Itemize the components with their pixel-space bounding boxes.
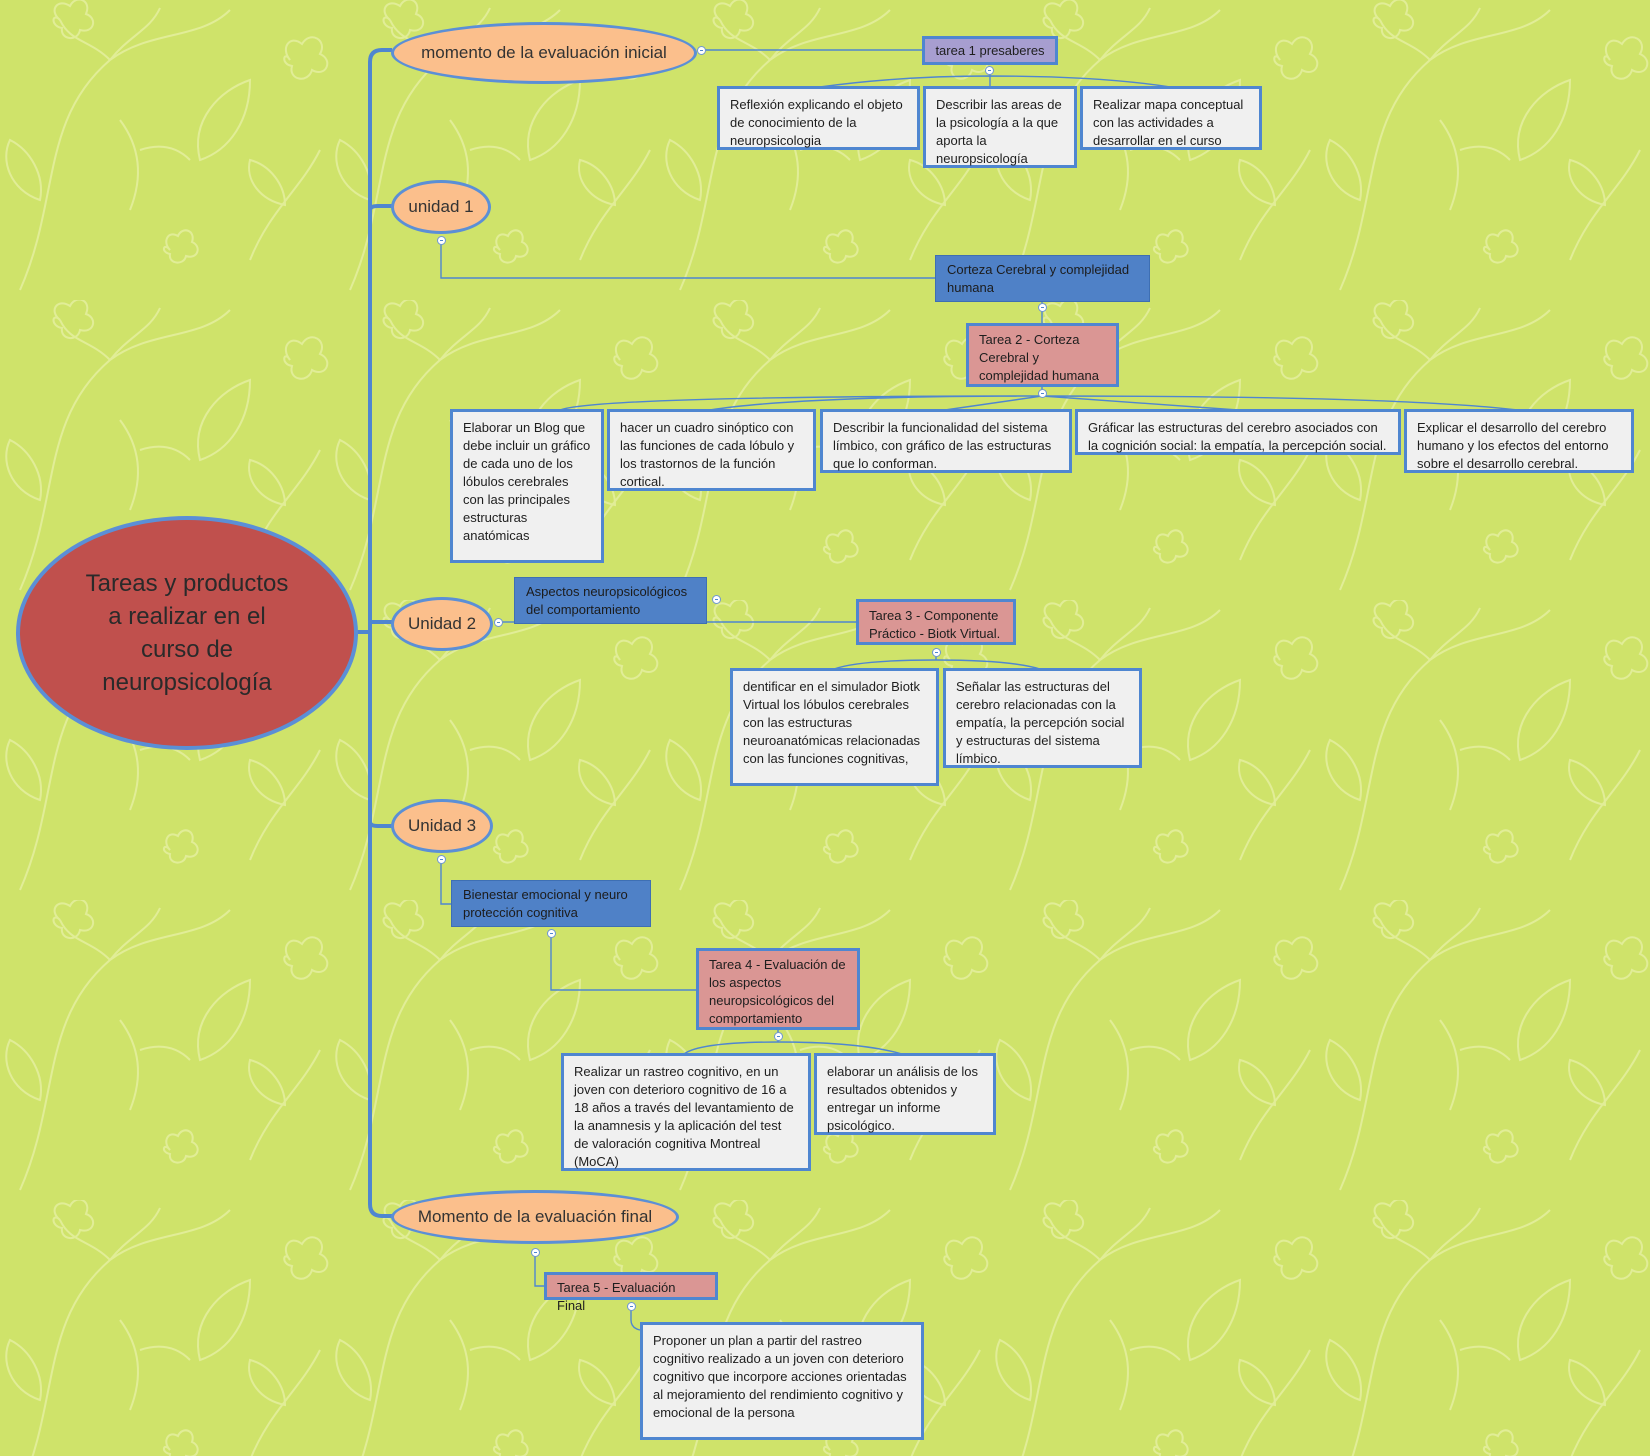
task-4-evaluacion[interactable]: Tarea 4 - Evaluación de los aspectos neu… bbox=[696, 948, 860, 1030]
stage-label: unidad 1 bbox=[408, 197, 474, 216]
activity-t2-2[interactable]: hacer un cuadro sinóptico con las funcio… bbox=[607, 409, 816, 491]
activity-t2-4[interactable]: Gráficar las estructuras del cerebro aso… bbox=[1075, 409, 1401, 455]
task-1-presaberes[interactable]: tarea 1 presaberes bbox=[922, 36, 1058, 65]
activity-text: Proponer un plan a partir del rastreo co… bbox=[653, 1333, 907, 1420]
stage-evaluacion-inicial[interactable]: momento de la evaluación inicial bbox=[391, 22, 697, 84]
collapse-toggle-icon[interactable] bbox=[697, 46, 706, 55]
activity-t3-2[interactable]: Señalar las estructuras del cerebro rela… bbox=[943, 668, 1142, 768]
topic-bienestar-emocional[interactable]: Bienestar emocional y neuro protección c… bbox=[451, 880, 651, 927]
activity-t1-2[interactable]: Describir las areas de la psicología a l… bbox=[923, 86, 1077, 168]
activity-t4-1[interactable]: Realizar un rastreo cognitivo, en un jov… bbox=[561, 1053, 811, 1171]
activity-text: hacer un cuadro sinóptico con las funcio… bbox=[620, 420, 795, 489]
activity-t2-5[interactable]: Explicar el desarrollo del cerebro human… bbox=[1404, 409, 1634, 473]
collapse-toggle-icon[interactable] bbox=[1038, 389, 1047, 398]
collapse-toggle-icon[interactable] bbox=[774, 1032, 783, 1041]
root-topic[interactable]: Tareas y productos a realizar en el curs… bbox=[16, 516, 358, 750]
topic-label: Bienestar emocional y neuro protección c… bbox=[463, 887, 628, 920]
task-label: Tarea 3 - Componente Práctico - Biotk Vi… bbox=[869, 608, 1001, 641]
collapse-toggle-icon[interactable] bbox=[627, 1302, 636, 1311]
stage-unidad-3[interactable]: Unidad 3 bbox=[391, 799, 493, 853]
activity-t3-1[interactable]: dentificar en el simulador Biotk Virtual… bbox=[730, 668, 939, 786]
activity-t2-1[interactable]: Elaborar un Blog que debe incluir un grá… bbox=[450, 409, 604, 563]
task-2-corteza[interactable]: Tarea 2 - Corteza Cerebral y complejidad… bbox=[966, 323, 1119, 387]
topic-label: Corteza Cerebral y complejidad humana bbox=[947, 262, 1130, 295]
topic-aspectos-neuropsicologicos[interactable]: Aspectos neuropsicológicos del comportam… bbox=[514, 577, 707, 624]
collapse-toggle-icon[interactable] bbox=[437, 855, 446, 864]
activity-text: elaborar un análisis de los resultados o… bbox=[827, 1064, 979, 1133]
collapse-toggle-icon[interactable] bbox=[494, 618, 503, 627]
activity-text: Señalar las estructuras del cerebro rela… bbox=[956, 679, 1125, 766]
stage-unidad-1[interactable]: unidad 1 bbox=[391, 180, 491, 234]
collapse-toggle-icon[interactable] bbox=[547, 929, 556, 938]
task-3-biotk[interactable]: Tarea 3 - Componente Práctico - Biotk Vi… bbox=[856, 599, 1016, 645]
stage-evaluacion-final[interactable]: Momento de la evaluación final bbox=[391, 1190, 679, 1244]
task-label: Tarea 4 - Evaluación de los aspectos neu… bbox=[709, 957, 846, 1026]
activity-t1-3[interactable]: Realizar mapa conceptual con las activid… bbox=[1080, 86, 1262, 150]
activity-text: Elaborar un Blog que debe incluir un grá… bbox=[463, 420, 591, 543]
activity-t2-3[interactable]: Describir la funcionalidad del sistema l… bbox=[820, 409, 1072, 473]
activity-t4-2[interactable]: elaborar un análisis de los resultados o… bbox=[814, 1053, 996, 1135]
activity-t5-1[interactable]: Proponer un plan a partir del rastreo co… bbox=[640, 1322, 924, 1440]
activity-text: Describir la funcionalidad del sistema l… bbox=[833, 420, 1052, 471]
activity-text: Realizar un rastreo cognitivo, en un jov… bbox=[574, 1064, 794, 1169]
stage-label: momento de la evaluación inicial bbox=[421, 43, 667, 62]
topic-corteza-cerebral[interactable]: Corteza Cerebral y complejidad humana bbox=[935, 255, 1150, 302]
task-label: Tarea 2 - Corteza Cerebral y complejidad… bbox=[979, 332, 1099, 383]
collapse-toggle-icon[interactable] bbox=[985, 66, 994, 75]
collapse-toggle-icon[interactable] bbox=[712, 595, 721, 604]
topic-label: Aspectos neuropsicológicos del comportam… bbox=[526, 584, 688, 617]
stage-label: Unidad 3 bbox=[407, 816, 477, 835]
activity-t1-1[interactable]: Reflexión explicando el objeto de conoci… bbox=[717, 86, 920, 150]
activity-text: Reflexión explicando el objeto de conoci… bbox=[730, 97, 903, 148]
collapse-toggle-icon[interactable] bbox=[531, 1248, 540, 1257]
stage-unidad-2[interactable]: Unidad 2 bbox=[391, 597, 493, 651]
collapse-toggle-icon[interactable] bbox=[932, 648, 941, 657]
activity-text: Gráficar las estructuras del cerebro aso… bbox=[1088, 420, 1387, 453]
stage-label: Unidad 2 bbox=[407, 614, 477, 633]
activity-text: Realizar mapa conceptual con las activid… bbox=[1093, 97, 1244, 148]
stage-label: Momento de la evaluación final bbox=[417, 1207, 653, 1226]
activity-text: dentificar en el simulador Biotk Virtual… bbox=[743, 679, 921, 766]
activity-text: Explicar el desarrollo del cerebro human… bbox=[1417, 420, 1609, 471]
root-topic-label: Tareas y productos a realizar en el curs… bbox=[85, 570, 289, 696]
task-5-evaluacion-final[interactable]: Tarea 5 - Evaluación Final bbox=[544, 1272, 718, 1313]
collapse-toggle-icon[interactable] bbox=[1038, 303, 1047, 312]
activity-text: Describir las areas de la psicología a l… bbox=[936, 97, 1062, 166]
task-label: tarea 1 presaberes bbox=[935, 43, 1045, 58]
collapse-toggle-icon[interactable] bbox=[437, 236, 446, 245]
task-label: Tarea 5 - Evaluación Final bbox=[557, 1280, 676, 1313]
